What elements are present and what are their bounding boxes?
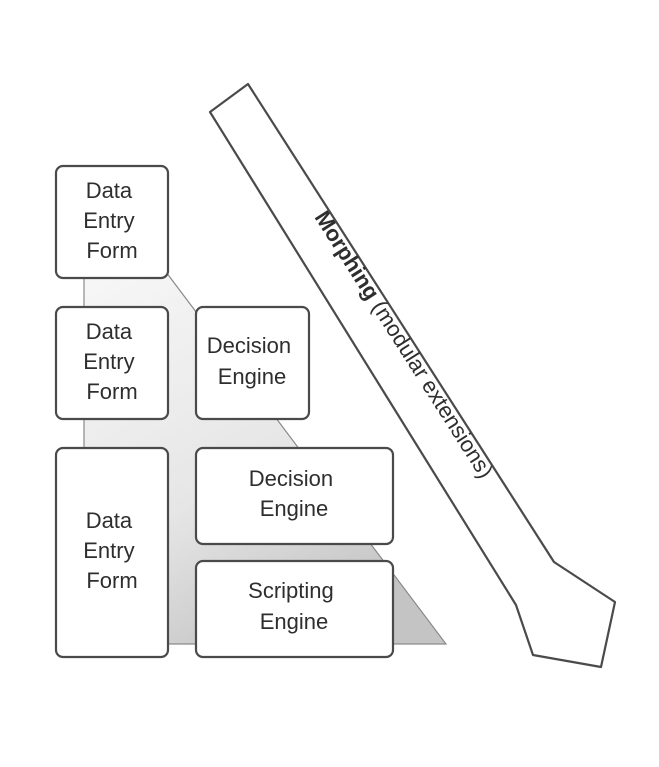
form-middle-line-3: Form (86, 379, 137, 404)
form-top-label: Data Entry Form (83, 178, 140, 263)
scripting-line-1: Scripting (248, 578, 334, 603)
form-middle-line-2: Entry (83, 349, 134, 374)
decision-lower-label: Decision Engine (249, 466, 340, 521)
form-top-line-1: Data (86, 178, 133, 203)
decision-lower-line-1: Decision (249, 466, 333, 491)
decision-upper-line-1: Decision (207, 333, 291, 358)
scripting-engine: Scripting Engine (194, 559, 395, 659)
form-top-line-3: Form (86, 238, 137, 263)
form-bottom-line-3: Form (86, 568, 137, 593)
data-entry-form-top: Data Entry Form (54, 164, 170, 280)
data-entry-form-middle: Data Entry Form (54, 305, 170, 421)
scripting-line-2: Engine (260, 609, 329, 634)
arrow-label: Morphing (modular extensions) (310, 206, 499, 482)
decision-upper-line-2: Engine (218, 364, 287, 389)
decision-lower-line-2: Engine (260, 496, 329, 521)
form-middle-label: Data Entry Form (83, 319, 140, 404)
decision-upper-label: Decision Engine (207, 333, 298, 389)
scripting-label: Scripting Engine (248, 578, 340, 634)
form-bottom-line-2: Entry (83, 538, 134, 563)
decision-engine-lower: Decision Engine (194, 446, 395, 546)
decision-engine-upper: Decision Engine (194, 305, 311, 421)
form-top-line-2: Entry (83, 208, 134, 233)
form-middle-line-1: Data (86, 319, 133, 344)
arrow-icon (208, 82, 617, 669)
form-bottom-line-1: Data (86, 508, 133, 533)
form-bottom-label: Data Entry Form (83, 508, 140, 593)
data-entry-form-bottom: Data Entry Form (54, 446, 170, 659)
